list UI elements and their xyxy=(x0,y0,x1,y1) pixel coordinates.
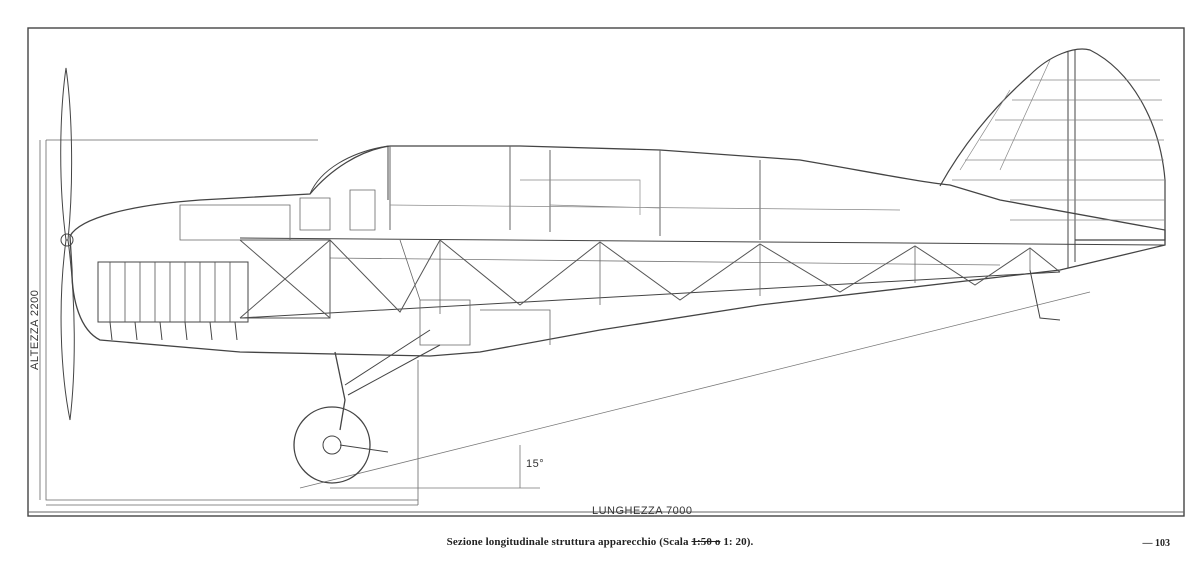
engine-cylinders xyxy=(109,262,231,322)
truss-diagonals xyxy=(329,239,1061,313)
dimension-outline xyxy=(45,139,419,506)
engine-block xyxy=(97,261,249,323)
upper-frames xyxy=(389,179,901,215)
engine-mount xyxy=(239,239,331,319)
length-dimension-label: LUNGHEZZA 7000 xyxy=(592,505,693,517)
cockpit-internals xyxy=(399,239,551,346)
height-dimension-label: ALTEZZA 2200 xyxy=(29,290,41,370)
truss-verticals xyxy=(329,240,1031,318)
landing-gear-wheel xyxy=(293,406,371,484)
landing-gear-strut xyxy=(334,351,346,431)
engine-exhausts xyxy=(109,321,238,341)
fin-struts xyxy=(959,59,1051,171)
rudder-ribs xyxy=(952,79,1165,221)
caption-prefix: Sezione longitudinale struttura apparecc… xyxy=(446,536,689,548)
canopy xyxy=(309,145,389,200)
caption-suffix: 1: 20). xyxy=(723,536,754,548)
landing-gear-brace xyxy=(344,329,441,396)
page-number: — 103 xyxy=(1142,538,1171,549)
fuselage-outline xyxy=(69,145,1166,357)
ground-line xyxy=(299,291,1091,489)
propeller-hub xyxy=(60,233,74,247)
upper-longeron xyxy=(239,237,1166,246)
tail-skid xyxy=(1029,269,1061,321)
cockpit-frame xyxy=(389,146,761,240)
sheet-frame xyxy=(27,27,1185,517)
propeller-upper xyxy=(60,67,73,241)
caption-struck-scale: 1:50 o xyxy=(691,536,721,548)
vertical-stabilizer xyxy=(939,48,1166,241)
landing-gear-hub xyxy=(322,435,342,455)
gear-axle xyxy=(339,444,389,453)
angle-label: 15° xyxy=(526,458,544,470)
engine-accessories xyxy=(179,189,376,241)
mid-longeron xyxy=(329,257,1001,266)
lower-longeron xyxy=(239,271,1061,319)
figure-caption: Sezione longitudinale struttura apparecc… xyxy=(0,536,1200,548)
